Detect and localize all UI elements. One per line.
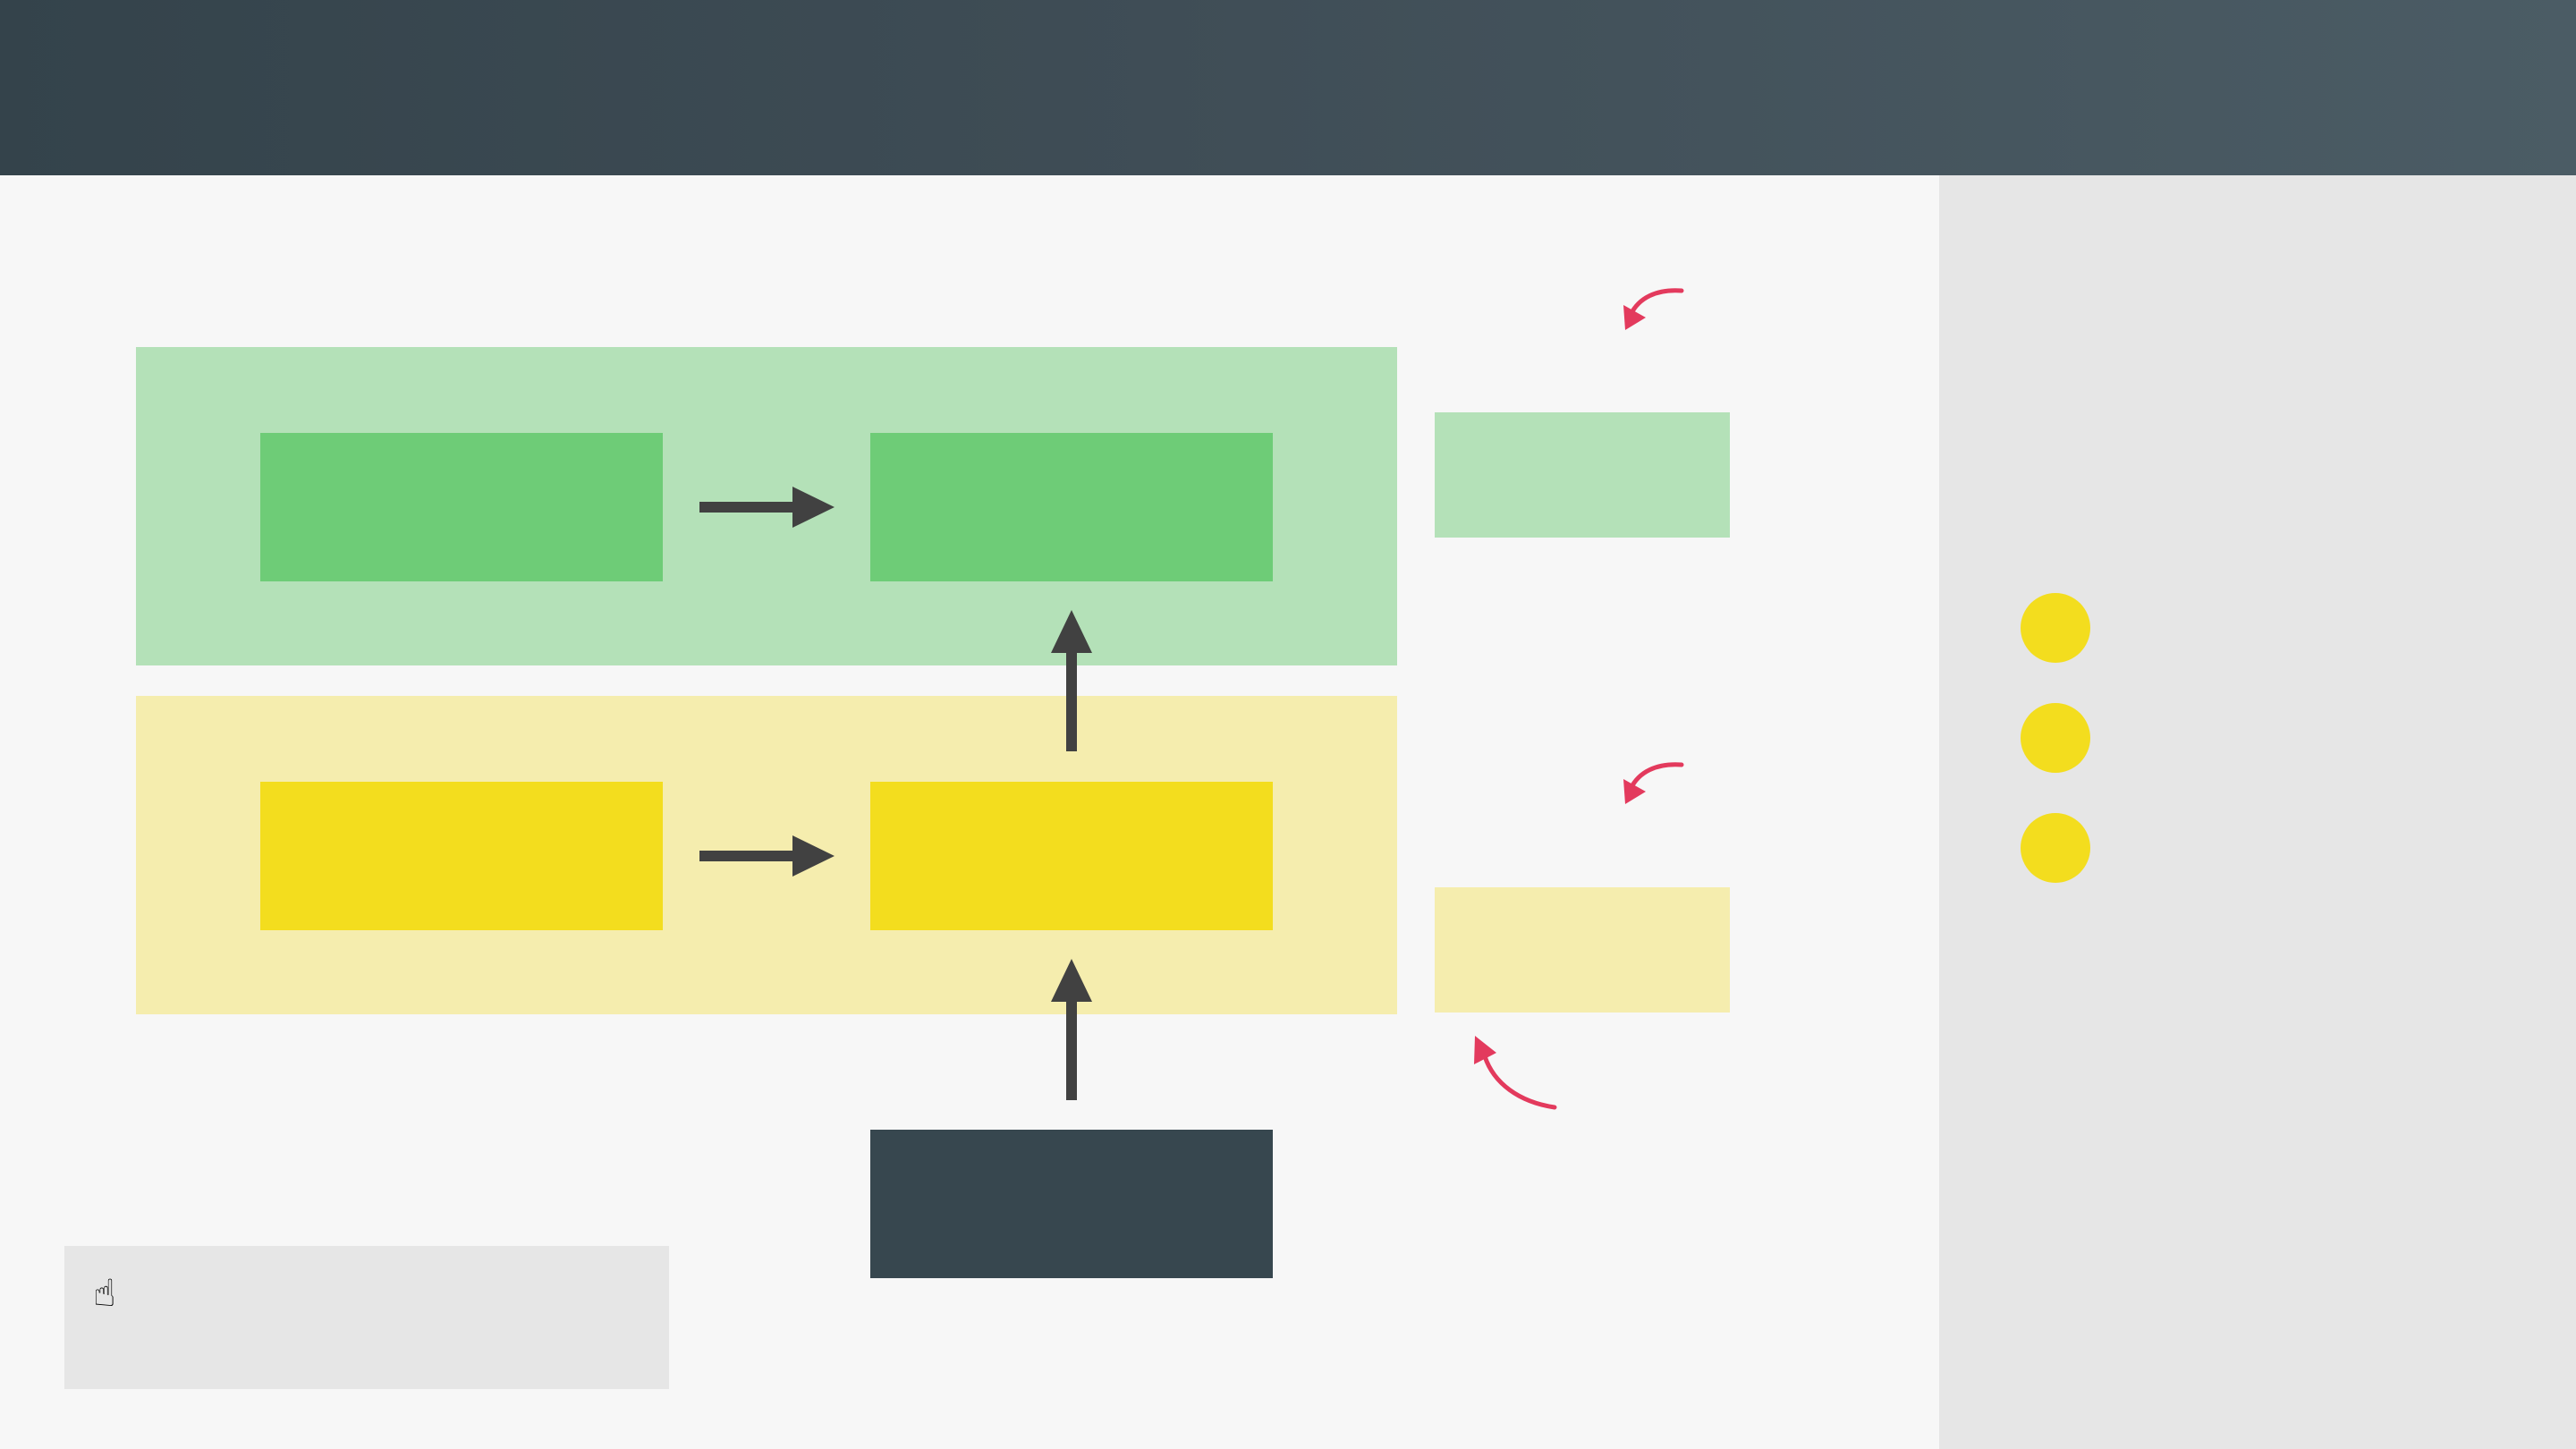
- top-header: [0, 0, 2576, 175]
- green-legend-box: [1435, 412, 1730, 538]
- right-side-panel: [1939, 175, 2576, 1449]
- status-dot: [2021, 593, 2090, 663]
- status-dot: [2021, 813, 2090, 883]
- hint-panel: [64, 1246, 669, 1389]
- yellow-box-right[interactable]: [870, 782, 1273, 930]
- green-box-left[interactable]: [260, 433, 663, 581]
- input-box[interactable]: [870, 1130, 1273, 1278]
- yellow-box-left[interactable]: [260, 782, 663, 930]
- yellow-legend-box: [1435, 887, 1730, 1013]
- green-box-right[interactable]: [870, 433, 1273, 581]
- pointing-up-hand-icon: ☝: [93, 1271, 116, 1315]
- status-dot: [2021, 703, 2090, 773]
